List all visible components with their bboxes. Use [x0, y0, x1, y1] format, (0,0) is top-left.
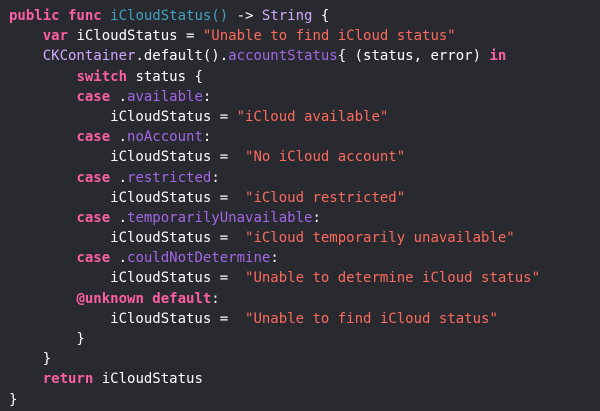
code-token-plain — [9, 250, 76, 266]
code-token-string: "iCloud temporarily unavailable" — [245, 230, 515, 247]
code-line: case .temporarilyUnavailable: — [9, 208, 591, 228]
code-token-member: available — [127, 88, 203, 105]
code-token-plain — [9, 69, 76, 85]
code-line: } — [9, 349, 591, 369]
code-token-plain: iCloudStatus = — [68, 28, 203, 45]
code-line: } — [9, 329, 591, 349]
code-token-keyword: case — [76, 169, 111, 186]
code-token-keyword: case — [76, 129, 111, 146]
code-token-plain: } — [9, 331, 85, 347]
code-token-plain: iCloudStatus = — [9, 108, 237, 125]
code-token-plain: : — [202, 129, 212, 146]
code-token-plain: . — [110, 250, 128, 267]
code-token-plain: : — [211, 169, 220, 186]
code-token-plain: . — [110, 169, 128, 186]
code-token-plain: } — [9, 351, 52, 368]
code-token-string: "Unable to determine iCloud status" — [245, 270, 541, 287]
code-token-string: "No iCloud account" — [245, 149, 406, 166]
code-token-plain: . — [110, 88, 128, 105]
code-token-keyword: case — [76, 250, 111, 267]
code-token-plain: : — [202, 88, 212, 105]
code-line: switch status { — [9, 67, 591, 87]
code-token-plain: status { — [127, 68, 203, 85]
code-line: var iCloudStatus = "Unable to find iClou… — [9, 26, 591, 46]
code-token-plain: } — [9, 391, 18, 408]
code-token-typeName: String — [261, 8, 313, 24]
code-token-keyword: switch — [76, 68, 128, 85]
code-token-member: noAccount — [127, 129, 203, 146]
code-token-string: "Unable to find iCloud status" — [202, 28, 456, 45]
code-token-typeName: CKContainer — [42, 48, 136, 65]
code-token-member: couldNotDetermine — [127, 250, 271, 267]
code-token-plain — [9, 170, 76, 186]
code-token-plain — [9, 291, 76, 307]
code-token-keyword: @unknown default — [76, 290, 212, 307]
code-line: case .available: — [9, 87, 591, 107]
code-block: public func iCloudStatus() -> String { v… — [9, 6, 591, 410]
code-line: @unknown default: — [9, 289, 591, 309]
code-token-string: "Unable to find iCloud status" — [245, 310, 498, 327]
code-token-keyword: public func — [9, 8, 111, 24]
code-token-string: "iCloud restricted" — [245, 189, 406, 206]
code-token-plain: iCloudStatus — [93, 371, 203, 388]
code-token-plain: { (status, error) — [337, 48, 490, 65]
code-token-plain — [9, 48, 43, 64]
code-token-plain: . — [110, 209, 128, 226]
code-line: iCloudStatus = "Unable to find iCloud st… — [9, 309, 591, 329]
code-line: case .noAccount: — [9, 127, 591, 147]
code-line: iCloudStatus = "iCloud restricted" — [9, 188, 591, 208]
code-token-plain — [9, 210, 76, 226]
code-token-plain: .default(). — [135, 48, 229, 65]
code-token-plain: iCloudStatus = — [9, 230, 246, 247]
code-token-plain: iCloudStatus = — [9, 270, 246, 287]
code-token-plain: : — [312, 209, 321, 226]
code-token-plain: : — [211, 290, 220, 307]
code-token-plain: { — [312, 8, 330, 24]
code-token-plain — [9, 28, 43, 44]
code-line: return iCloudStatus — [9, 369, 591, 389]
code-token-member: temporarilyUnavailable — [127, 209, 313, 226]
code-token-string: "iCloud available" — [236, 108, 389, 125]
code-token-keyword: return — [42, 371, 94, 388]
code-token-member: accountStatus — [228, 48, 338, 65]
code-token-plain: iCloudStatus = — [9, 310, 246, 327]
code-token-keyword: case — [76, 209, 111, 226]
code-token-declaration: iCloudStatus() — [110, 8, 229, 24]
code-token-plain: : — [270, 250, 279, 267]
code-token-plain: -> — [228, 8, 262, 24]
code-token-keyword: case — [76, 88, 111, 105]
code-token-plain: . — [110, 129, 128, 146]
code-line: public func iCloudStatus() -> String { — [9, 6, 591, 26]
code-token-plain — [9, 371, 43, 387]
code-token-keyword: var — [42, 28, 69, 45]
code-token-keyword: in — [489, 48, 507, 65]
code-line: } — [9, 390, 591, 410]
code-token-plain: iCloudStatus = — [9, 149, 246, 166]
code-token-member: restricted — [127, 169, 212, 186]
code-token-plain: iCloudStatus = — [9, 189, 246, 206]
code-line: case .couldNotDetermine: — [9, 248, 591, 268]
code-token-plain — [9, 129, 76, 145]
code-line: iCloudStatus = "iCloud temporarily unava… — [9, 228, 591, 248]
code-line: CKContainer.default().accountStatus{ (st… — [9, 46, 591, 66]
code-line: iCloudStatus = "iCloud available" — [9, 107, 591, 127]
code-token-plain — [9, 89, 76, 105]
code-line: iCloudStatus = "No iCloud account" — [9, 147, 591, 167]
code-line: iCloudStatus = "Unable to determine iClo… — [9, 268, 591, 288]
code-line: case .restricted: — [9, 168, 591, 188]
